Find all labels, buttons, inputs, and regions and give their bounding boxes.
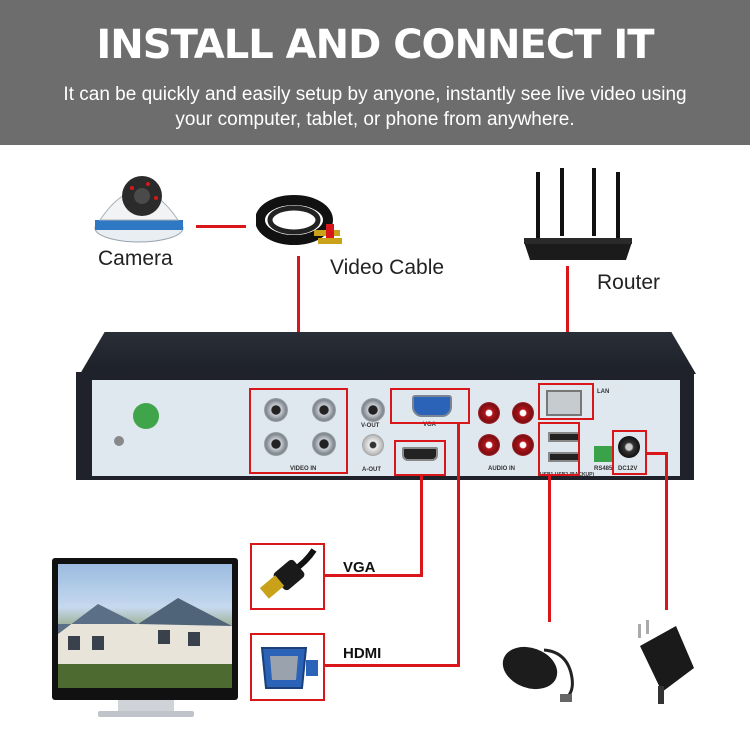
audio-in-port-3 [478,402,500,424]
page-title: INSTALL AND CONNECT IT [96,22,654,68]
dc12v-jack [618,436,640,458]
hdmi-plug-icon [259,548,317,599]
vga-line-vertical [457,422,460,667]
video-in-port-2 [312,432,336,456]
audio-in-port-4 [478,434,500,456]
video-in-port-3 [264,398,288,422]
a-out-label: A-OUT [362,467,381,473]
monitor-base [98,711,194,717]
video-cable-label: Video Cable [330,256,445,279]
audio-in-label: AUDIO IN [488,466,515,472]
monitor-screen [58,564,232,688]
lan-port-highlight [538,383,594,420]
ground-screw [114,436,124,446]
house-image [58,598,232,688]
video-in-port-4 [264,432,288,456]
camera-label: Camera [98,247,173,270]
dc12v-highlight [612,430,647,475]
vga-line-horizontal [324,664,460,667]
vga-plug-box [250,633,325,701]
lan-label: LAN [597,389,610,395]
hdmi-line-vertical [420,476,423,577]
router-line [566,266,569,384]
hdmi-label: HDMI [343,645,382,662]
ground-sticker [133,403,159,429]
power-line-vertical [665,452,668,610]
usb-line [548,476,551,622]
usb-port-highlight [538,422,580,476]
hdmi-line-horizontal [324,574,423,577]
audio-in-port-1 [512,402,534,424]
audio-in-port-2 [512,434,534,456]
dc12v-label: DC12V [618,466,638,472]
hdmi-port [402,447,438,461]
rs485-terminal [594,446,612,462]
v-out-label: V-OUT [361,423,380,429]
a-out-port [362,434,384,456]
vga-port-label: VGA [423,422,437,428]
lan-port [546,390,582,416]
header-banner: INSTALL AND CONNECT IT It can be quickly… [0,0,750,145]
camera-cable-connector [196,225,246,228]
monitor-stand [118,700,174,712]
router-label: Router [597,271,661,294]
dvr-panel-face [92,380,680,476]
cable-coil-icon [256,195,342,245]
dome-camera-icon [94,176,184,243]
hdmi-plug-box [250,543,325,610]
dvr-top-cover [80,332,696,374]
vga-port-highlight [390,388,470,424]
vga-port [412,395,452,417]
rs485-label: RS485 [594,466,613,472]
hdmi-port-highlight [394,440,446,476]
vga-label: VGA [343,559,376,576]
video-in-highlight [249,388,348,474]
router-icon [524,168,632,260]
power-line-horizontal [646,452,668,455]
video-in-port-1 [312,398,336,422]
mouse-icon [502,646,574,702]
v-out-port [361,398,385,422]
power-adapter-icon [638,620,694,704]
video-cable-line [297,256,300,389]
vga-plug-icon [260,647,318,689]
page-subtitle: It can be quickly and easily setup by an… [63,84,687,130]
video-in-label: VIDEO IN [290,466,317,472]
